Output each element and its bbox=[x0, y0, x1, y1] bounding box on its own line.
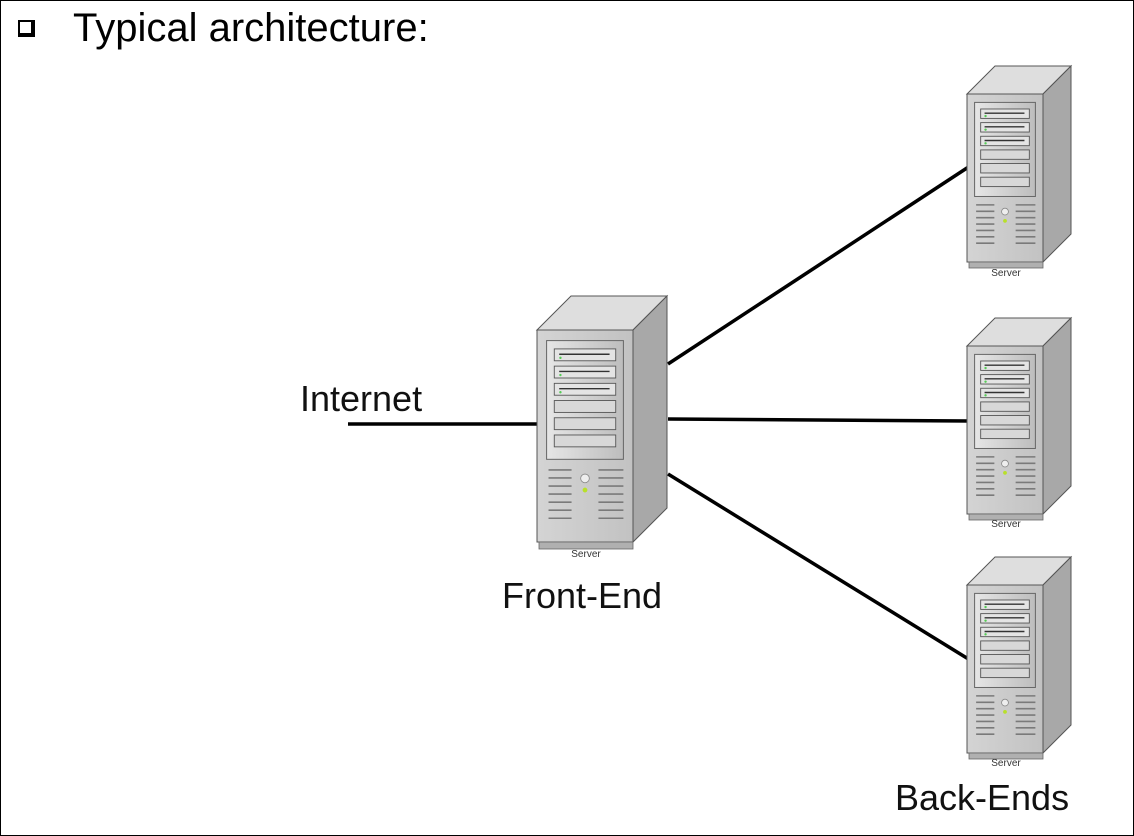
empty-bay bbox=[980, 401, 1030, 412]
power-led-icon bbox=[1003, 470, 1007, 475]
drive-led bbox=[559, 356, 562, 360]
back-ends-label: Back-Ends bbox=[895, 777, 1070, 818]
drive-led bbox=[984, 394, 987, 397]
drive-led bbox=[559, 373, 562, 377]
server-base bbox=[538, 541, 634, 550]
server-side-face bbox=[1042, 64, 1072, 264]
empty-bay bbox=[553, 434, 617, 448]
power-led-icon bbox=[582, 487, 588, 493]
connection-frontend-backend-1 bbox=[667, 164, 971, 366]
power-button-icon bbox=[1001, 459, 1009, 468]
back-end-server-1-icon bbox=[965, 64, 1073, 269]
server-caption: Server bbox=[991, 758, 1021, 769]
empty-bay bbox=[980, 163, 1030, 174]
connection-frontend-backend-2 bbox=[667, 417, 971, 423]
front-end-label: Front-End bbox=[502, 575, 663, 616]
server-caption: Server bbox=[991, 519, 1021, 530]
server-base bbox=[968, 261, 1044, 269]
empty-bay bbox=[980, 667, 1030, 679]
front-end-server-icon bbox=[535, 294, 669, 550]
server-caption: Server bbox=[991, 268, 1021, 279]
empty-bay bbox=[553, 400, 617, 413]
empty-bay bbox=[980, 176, 1030, 188]
power-led-icon bbox=[1003, 218, 1007, 223]
drive-led bbox=[984, 128, 987, 131]
drive-led bbox=[984, 366, 987, 370]
empty-bay bbox=[980, 654, 1030, 665]
drive-led bbox=[984, 619, 987, 622]
internet-label: Internet bbox=[300, 378, 423, 419]
power-led-icon bbox=[1003, 709, 1007, 714]
connection-frontend-backend-3 bbox=[667, 472, 971, 662]
empty-bay bbox=[553, 417, 617, 431]
drive-led bbox=[984, 380, 987, 383]
power-button-icon bbox=[1001, 207, 1009, 216]
drive-led bbox=[984, 142, 987, 145]
drive-led bbox=[984, 605, 987, 609]
server-side-face bbox=[1042, 555, 1072, 755]
hollow-square-bullet-icon bbox=[18, 19, 35, 37]
back-end-server-3-icon bbox=[965, 555, 1073, 760]
empty-bay bbox=[980, 640, 1030, 651]
server-side-face bbox=[632, 294, 668, 544]
drive-led bbox=[984, 114, 987, 118]
server-caption: Server bbox=[571, 549, 601, 560]
empty-bay bbox=[980, 415, 1030, 426]
slide-title-text: Typical architecture: bbox=[73, 6, 429, 50]
server-side-face bbox=[1042, 316, 1072, 516]
empty-bay bbox=[980, 149, 1030, 160]
server-base bbox=[968, 513, 1044, 521]
server-base bbox=[968, 752, 1044, 760]
slide-title: Typical architecture: bbox=[18, 8, 429, 48]
power-button-icon bbox=[580, 473, 590, 484]
drive-led bbox=[984, 633, 987, 636]
back-end-server-2-icon bbox=[965, 316, 1073, 521]
drive-led bbox=[559, 391, 562, 394]
power-button-icon bbox=[1001, 698, 1009, 707]
empty-bay bbox=[980, 428, 1030, 440]
